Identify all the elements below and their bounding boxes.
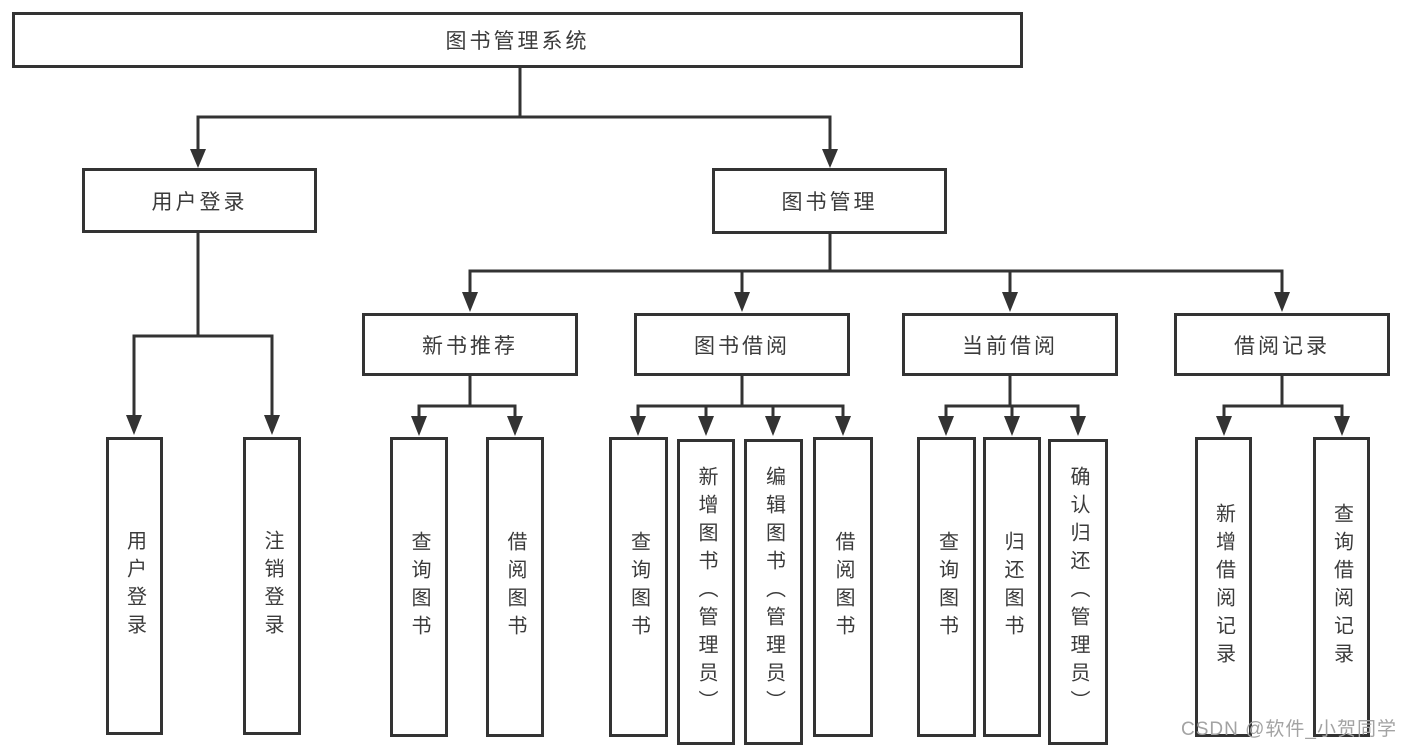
leaf-br-query-record-label: 查询借阅记录 xyxy=(1330,503,1353,671)
arrowhead-icon xyxy=(411,416,427,436)
arrowhead-icon xyxy=(698,416,714,436)
leaf-bb-edit-book-admin: 编辑图书（管理员） xyxy=(744,439,803,745)
leaf-bb-borrow-book: 借阅图书 xyxy=(813,437,873,737)
arrowhead-icon xyxy=(822,149,838,168)
arrowhead-icon xyxy=(1004,416,1020,436)
leaf-logout: 注销登录 xyxy=(243,437,301,735)
leaf-bb-add-book-admin: 新增图书（管理员） xyxy=(677,439,735,745)
arrowhead-icon xyxy=(264,415,280,435)
node-root: 图书管理系统 xyxy=(12,12,1023,68)
leaf-logout-label: 注销登录 xyxy=(261,530,283,642)
leaf-bb-query-book: 查询图书 xyxy=(609,437,668,737)
node-borrow-record: 借阅记录 xyxy=(1174,313,1390,376)
node-book-borrow: 图书借阅 xyxy=(634,313,850,376)
node-borrow-record-label: 借阅记录 xyxy=(1234,334,1330,358)
leaf-bb-borrow-book-label: 借阅图书 xyxy=(832,531,854,643)
leaf-cb-query-book: 查询图书 xyxy=(917,437,976,737)
arrowhead-icon xyxy=(938,416,954,436)
leaf-bb-add-book-admin-label: 新增图书（管理员） xyxy=(695,466,717,718)
arrowhead-icon xyxy=(1274,292,1290,312)
leaf-cb-query-book-label: 查询图书 xyxy=(935,531,958,643)
leaf-user-login: 用户登录 xyxy=(106,437,163,735)
leaf-cb-confirm-return-admin: 确认归还（管理员） xyxy=(1048,439,1108,745)
node-user-login-label: 用户登录 xyxy=(151,190,248,214)
leaf-br-add-record: 新增借阅记录 xyxy=(1195,437,1252,737)
arrowhead-icon xyxy=(462,292,478,312)
arrowhead-icon xyxy=(630,416,646,436)
arrowhead-icon xyxy=(507,416,523,436)
arrowhead-icon xyxy=(126,415,142,435)
node-root-label: 图书管理系统 xyxy=(445,30,590,53)
leaf-br-query-record: 查询借阅记录 xyxy=(1313,437,1370,737)
node-book-management-label: 图书管理 xyxy=(781,191,878,214)
node-new-book-recommend-label: 新书推荐 xyxy=(422,334,518,358)
node-current-borrow-label: 当前借阅 xyxy=(962,334,1058,358)
leaf-br-add-record-label: 新增借阅记录 xyxy=(1212,503,1235,671)
leaf-nbr-query-book-label: 查询图书 xyxy=(408,531,430,643)
leaf-cb-return-book-label: 归还图书 xyxy=(1001,531,1023,643)
node-current-borrow: 当前借阅 xyxy=(902,313,1118,376)
leaf-cb-return-book: 归还图书 xyxy=(983,437,1041,737)
arrowhead-icon xyxy=(734,292,750,312)
arrowhead-icon xyxy=(1002,292,1018,312)
leaf-cb-confirm-return-admin-label: 确认归还（管理员） xyxy=(1067,466,1089,718)
leaf-nbr-query-book: 查询图书 xyxy=(390,437,448,737)
arrowhead-icon xyxy=(190,149,206,168)
arrowhead-icon xyxy=(1334,416,1350,436)
arrowhead-icon xyxy=(1070,416,1086,436)
arrowhead-icon xyxy=(835,416,851,436)
node-user-login: 用户登录 xyxy=(82,168,317,233)
leaf-bb-query-book-label: 查询图书 xyxy=(627,531,650,643)
arrowhead-icon xyxy=(1216,416,1232,436)
node-new-book-recommend: 新书推荐 xyxy=(362,313,578,376)
leaf-nbr-borrow-book-label: 借阅图书 xyxy=(504,531,526,643)
leaf-bb-edit-book-admin-label: 编辑图书（管理员） xyxy=(762,466,785,718)
arrowhead-icon xyxy=(765,416,781,436)
csdn-watermark: CSDN @软件_小贺同学 xyxy=(1181,719,1397,740)
node-book-management: 图书管理 xyxy=(712,168,947,234)
leaf-nbr-borrow-book: 借阅图书 xyxy=(486,437,544,737)
leaf-user-login-label: 用户登录 xyxy=(123,530,146,642)
node-book-borrow-label: 图书借阅 xyxy=(694,334,790,358)
